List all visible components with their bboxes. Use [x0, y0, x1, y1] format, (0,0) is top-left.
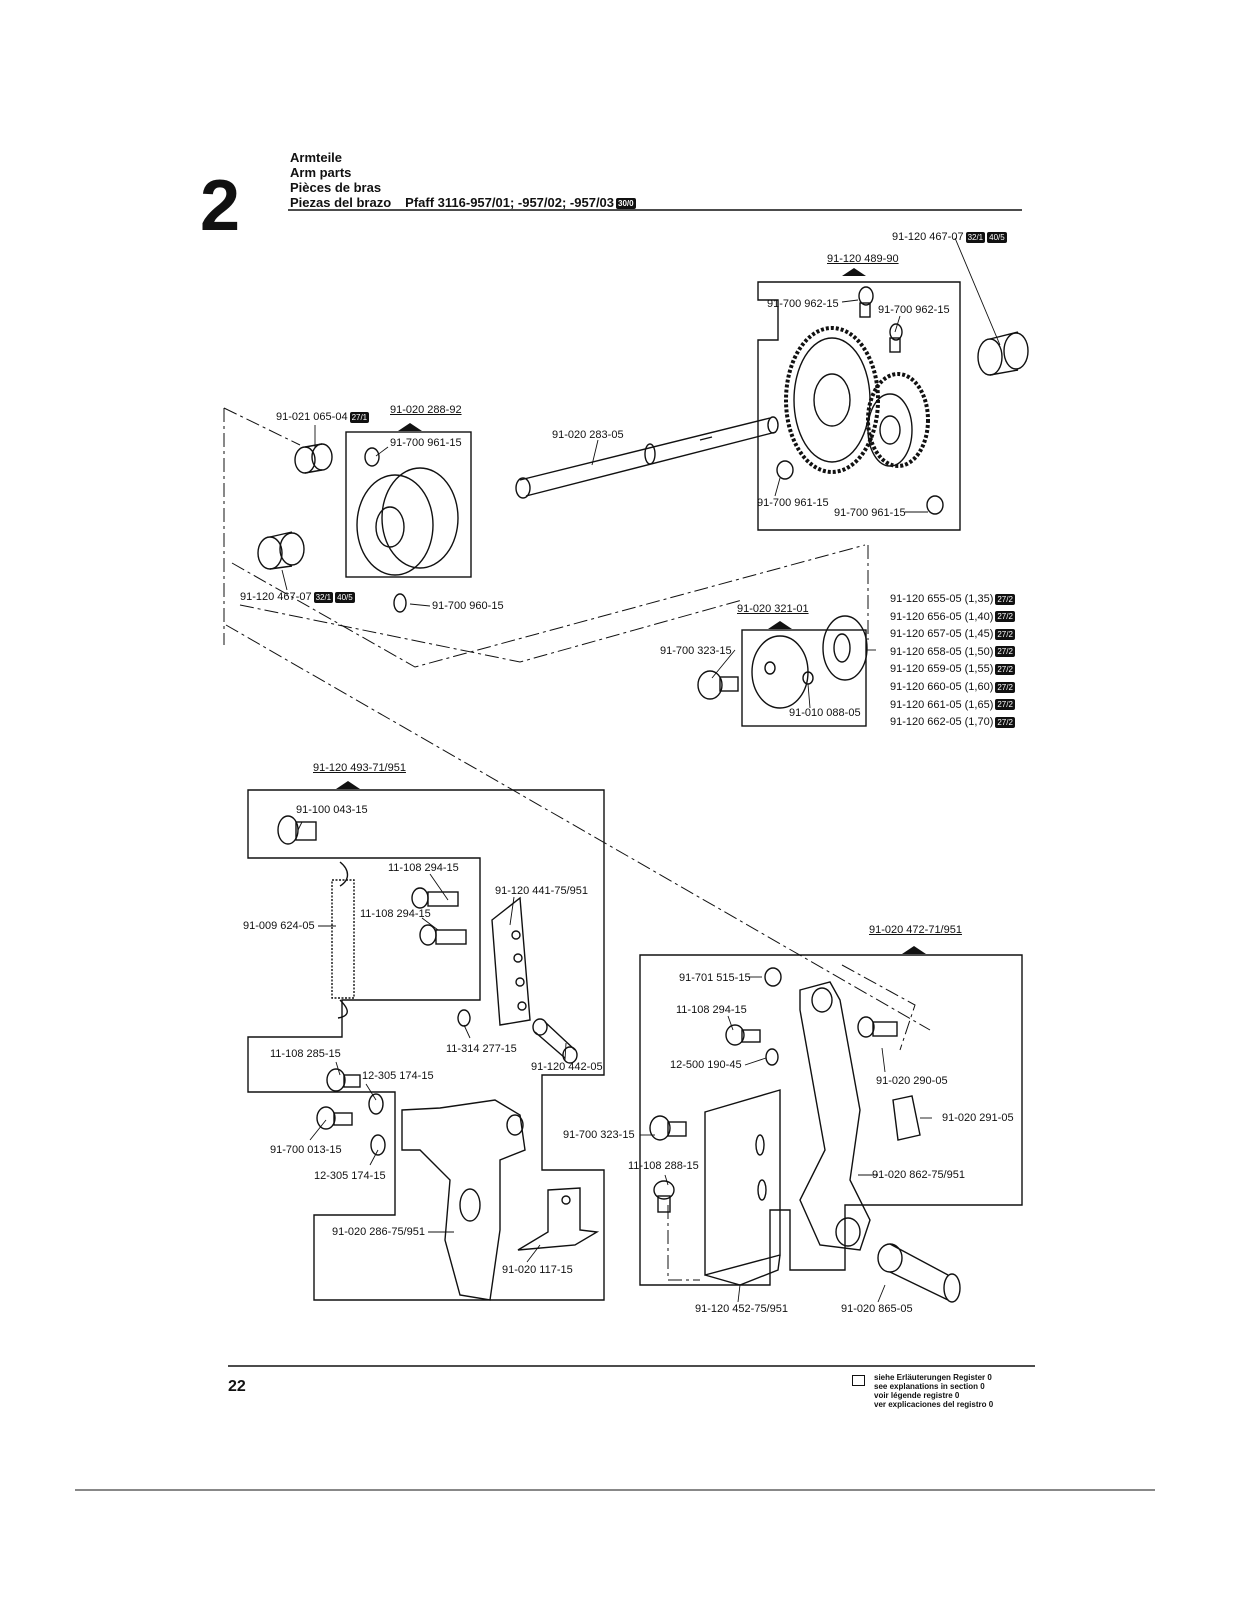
title-es: Piezas del brazo	[290, 195, 392, 210]
part-label: 91-020 290-05	[876, 1075, 948, 1087]
part-label: 91-100 043-15	[296, 804, 368, 816]
part-label: 11-108 285-15	[270, 1048, 341, 1060]
title-en: Arm parts	[290, 165, 352, 180]
part-label: 91-120 442-05	[531, 1061, 603, 1073]
title-es-row: Piezas del brazo Pfaff 3116-957/01; -957/…	[290, 195, 636, 210]
legend-note: siehe Erläuterungen Register 0 see expla…	[852, 1373, 993, 1409]
part-label: 91-010 088-05	[789, 707, 861, 719]
part-label: 12-305 174-15	[362, 1070, 434, 1082]
hub-assembly-box	[345, 431, 472, 578]
alignment-line-bracket	[667, 1205, 700, 1281]
part-label: 91-700 961-15	[834, 507, 906, 519]
legend-box-icon	[852, 1375, 865, 1386]
pin-icon	[877, 1243, 961, 1303]
spring-icon	[331, 861, 355, 1019]
part-label: 91-020 291-05	[942, 1112, 1014, 1124]
section-titles: Armteile Arm parts Pièces de bras Piezas…	[290, 150, 636, 210]
shim-list-item: 91-120 656-05 (1,40)27/2	[890, 610, 1015, 623]
part-label: 91-700 960-15	[432, 600, 504, 612]
part-label: 12-500 190-45	[670, 1059, 742, 1071]
gear-assembly-box	[757, 281, 961, 531]
title-de: Armteile	[290, 150, 343, 165]
part-label: 91-020 865-05	[841, 1303, 913, 1315]
assembly-label: 91-120 489-90	[827, 253, 899, 265]
part-label: 91-700 962-15	[878, 304, 950, 316]
part-label: 91-120 452-75/951	[695, 1303, 788, 1315]
legend-line: siehe Erläuterungen Register 0	[874, 1373, 992, 1382]
crank-assembly-box	[639, 954, 1023, 1286]
screw-icon	[364, 286, 944, 700]
shim-list-item: 91-120 661-05 (1,65)27/2	[890, 698, 1015, 711]
shim-list-item: 91-120 655-05 (1,35)27/2	[890, 593, 1015, 605]
part-label: 91-700 961-15	[390, 437, 462, 449]
collar-assembly-box	[741, 629, 867, 727]
assembly-label: 91-020 472-71/951	[869, 924, 962, 936]
alignment-line-hub	[223, 407, 301, 446]
part-label: 91-020 286-75/951	[332, 1226, 425, 1238]
part-label: 91-700 323-15	[660, 645, 732, 657]
part-label: 11-108 294-15	[388, 862, 459, 874]
lever-icon	[491, 896, 531, 1026]
cam-icon	[356, 467, 459, 576]
screw-icon	[277, 815, 471, 1156]
needle-bushing-icon	[977, 331, 1029, 376]
screw-icon	[649, 967, 921, 1213]
pin-icon	[532, 1018, 578, 1064]
shaft-icon	[515, 416, 779, 499]
legend-line: voir légende registre 0	[874, 1391, 960, 1400]
shim-list-item: 91-120 662-05 (1,70)27/2	[890, 716, 1015, 729]
assembly-label: 91-120 493-71/951	[313, 762, 406, 774]
gear-icon	[784, 326, 930, 474]
part-label: 11-108 294-15	[360, 908, 431, 920]
alignment-line-shaft	[239, 599, 743, 663]
part-label: 91-700 961-15	[757, 497, 829, 509]
legend-line: see explanations in section 0	[874, 1382, 985, 1391]
part-label: 91-700 323-15	[563, 1129, 635, 1141]
part-label: 91-009 624-05	[243, 920, 315, 932]
shim-list-item: 91-120 658-05 (1,50)27/2	[890, 645, 1015, 658]
model-badge: 30/0	[616, 198, 636, 210]
legend-line: ver explicaciones del registro 0	[874, 1400, 994, 1409]
link-assembly-box	[247, 789, 605, 1301]
crank-arm-icon	[799, 981, 871, 1251]
part-label: 91-701 515-15	[679, 972, 751, 984]
alignment-line-bushing	[231, 544, 866, 668]
part-label: 11-108 294-15	[676, 1004, 747, 1016]
part-label: 91-020 862-75/951	[872, 1169, 965, 1181]
shim-list-item: 91-120 659-05 (1,55)27/2	[890, 663, 1015, 676]
link-arm-icon	[401, 1099, 526, 1301]
alignment-line-crank	[841, 964, 916, 1051]
part-label: 91-700 013-15	[270, 1144, 342, 1156]
page-number: 22	[228, 1378, 246, 1395]
bracket-small-icon	[517, 1187, 600, 1251]
title-fr: Pièces de bras	[290, 180, 382, 195]
part-label: 91-700 962-15	[767, 298, 839, 310]
section-number: 2	[200, 166, 241, 246]
part-label: 91-020 117-15	[502, 1264, 573, 1276]
shim-list-item: 91-120 660-05 (1,60)27/2	[890, 681, 1015, 693]
part-label: 12-305 174-15	[314, 1170, 386, 1182]
part-label: 11-314 277-15	[446, 1043, 517, 1055]
assembly-label: 91-020 288-92	[390, 404, 462, 416]
part-label: 91-120 441-75/951	[495, 885, 588, 897]
collar-icon	[751, 615, 868, 709]
model-designation: Pfaff 3116-957/01; -957/02; -957/03	[405, 195, 615, 210]
alignment-line-diagonal	[225, 624, 931, 1031]
assembly-label: 91-020 321-01	[737, 603, 809, 615]
part-label: 91-020 283-05	[552, 429, 624, 441]
base-plate-icon	[704, 1089, 781, 1286]
bushing-icon	[257, 443, 333, 570]
shim-list-item: 91-120 657-05 (1,45)27/2	[890, 628, 1015, 641]
part-label: 11-108 288-15	[628, 1160, 699, 1172]
